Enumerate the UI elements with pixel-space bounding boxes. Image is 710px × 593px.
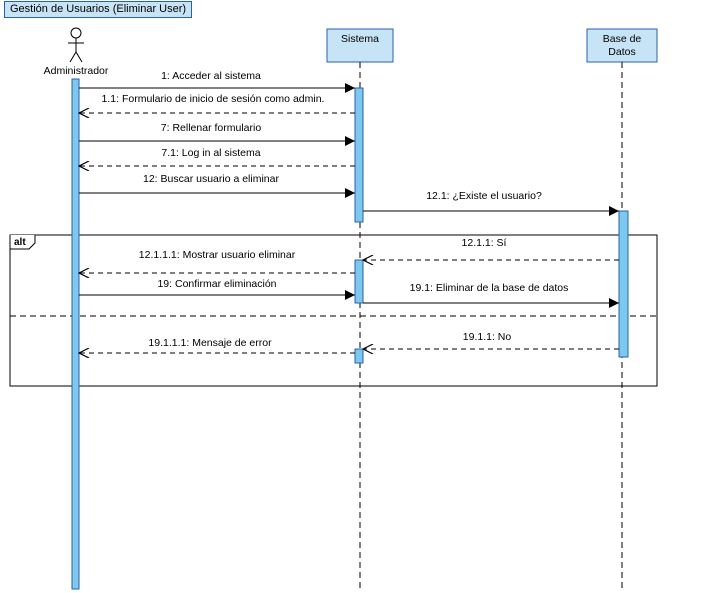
message-10: 19.1: Eliminar de la base de datos xyxy=(363,282,619,308)
message-label: 7.1: Log in al sistema xyxy=(161,147,260,159)
lifeline-label-bd-line-1: Base de xyxy=(603,33,642,45)
messages: 1: Acceder al sistema 1.1: Formulario de… xyxy=(79,70,619,353)
lifeline-head-sistema: Sistema xyxy=(326,28,394,63)
message-5: 12: Buscar usuario a eliminar xyxy=(79,173,355,198)
message-1: 1: Acceder al sistema xyxy=(79,70,355,93)
message-label: 19.1.1: No xyxy=(463,331,512,343)
message-label: 7: Rellenar formulario xyxy=(161,122,262,134)
message-12: 19.1.1.1: Mensaje de error xyxy=(79,337,355,353)
message-4: 7.1: Log in al sistema xyxy=(79,147,355,166)
message-label: 12: Buscar usuario a eliminar xyxy=(143,173,279,185)
message-7: 12.1.1: Sí xyxy=(363,237,619,260)
diagram-title: Gestión de Usuarios (Eliminar User) xyxy=(4,1,193,18)
message-label: 12.1.1: Sí xyxy=(462,237,507,249)
activation-bar-sistema-1 xyxy=(354,87,364,223)
activation-bar-admin xyxy=(71,78,80,590)
lifeline-head-base-de-datos: Base de Datos xyxy=(586,28,658,63)
lifeline-label-sistema: Sistema xyxy=(341,33,379,45)
message-8: 12.1.1.1: Mostrar usuario eliminar xyxy=(79,249,355,273)
message-2: 1.1: Formulario de inicio de sesión como… xyxy=(79,93,355,113)
message-11: 19.1.1: No xyxy=(363,331,619,349)
lifeline-label-bd-line-2: Datos xyxy=(608,46,635,58)
message-3: 7: Rellenar formulario xyxy=(79,122,355,146)
message-label: 1.1: Formulario de inicio de sesión como… xyxy=(102,93,325,105)
message-6: 12.1: ¿Existe el usuario? xyxy=(363,190,619,216)
alt-operator-label: alt xyxy=(14,237,26,248)
message-label: 12.1.1.1: Mostrar usuario eliminar xyxy=(139,249,296,261)
activation-bar-sistema-2 xyxy=(354,259,364,304)
alt-fragment: alt xyxy=(9,234,658,387)
message-label: 12.1: ¿Existe el usuario? xyxy=(426,190,542,202)
message-label: 1: Acceder al sistema xyxy=(161,70,261,82)
actor-administrador: Administrador xyxy=(44,27,109,77)
actor-label: Administrador xyxy=(44,65,109,77)
activation-bars xyxy=(71,78,629,590)
activation-bar-bd xyxy=(618,210,629,358)
message-9: 19: Confirmar eliminación xyxy=(79,278,355,300)
stick-figure-icon xyxy=(68,27,84,63)
message-label: 19: Confirmar eliminación xyxy=(157,278,276,290)
message-label: 19.1: Eliminar de la base de datos xyxy=(410,282,569,294)
activation-bar-sistema-3 xyxy=(354,348,364,364)
message-label: 19.1.1.1: Mensaje de error xyxy=(148,337,272,349)
